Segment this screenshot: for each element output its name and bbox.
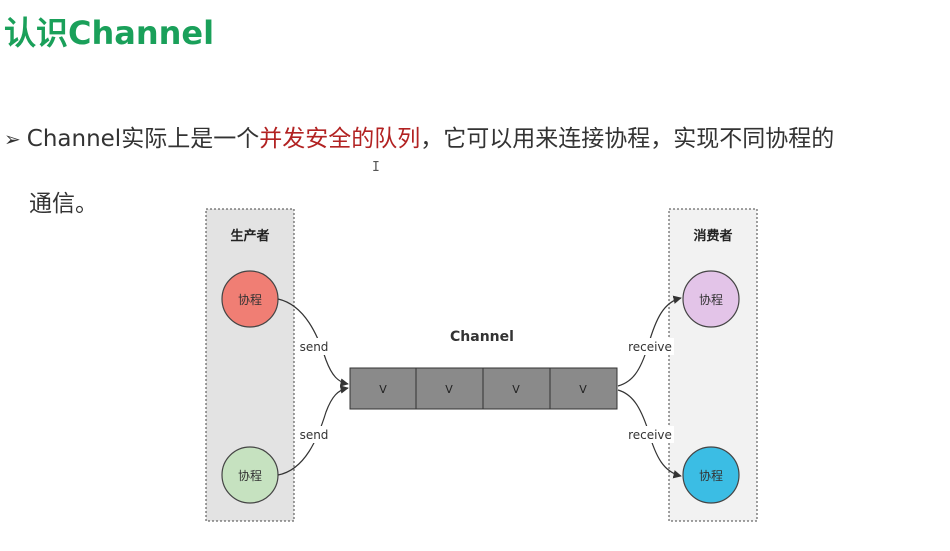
bullet-text: ➢Channel实际上是一个并发安全的队列，它可以用来连接协程，实现不同协程的	[4, 119, 834, 153]
bullet-text-part2: ，它可以用来连接协程，实现不同协程的	[420, 126, 835, 152]
text-cursor-icon: I	[372, 160, 380, 175]
receive-label-bg	[626, 426, 674, 443]
consumer-coroutine-top-label: 协程	[699, 292, 723, 307]
producer-coroutine-bottom-label: 协程	[238, 468, 262, 483]
consumer-coroutine-bottom-label: 协程	[699, 468, 723, 483]
channel-slot	[349, 367, 417, 410]
bullet-continuation: 通信。	[29, 191, 98, 217]
channel-slot	[482, 367, 551, 410]
channel-slot-label: V	[579, 383, 587, 396]
bullet-text-part1: Channel实际上是一个	[26, 126, 260, 152]
channel-slot	[549, 367, 618, 410]
channel-slot-label: V	[379, 383, 387, 396]
bullet-arrow-icon: ➢	[4, 127, 21, 151]
send-label-bottom: send	[300, 428, 329, 442]
consumer-coroutine-bottom	[682, 446, 740, 504]
consumer-label: 消费者	[693, 228, 732, 244]
send-arrow-bottom	[277, 385, 349, 476]
receive-label-bottom: receive	[628, 428, 672, 442]
send-label-top: send	[300, 340, 329, 354]
producer-label: 生产者	[230, 228, 269, 244]
bullet-highlight: 并发安全的队列	[259, 126, 421, 152]
send-label-bg	[296, 338, 332, 355]
send-label-bg	[296, 426, 332, 443]
consumer-coroutine-top	[682, 270, 740, 328]
channel-slot-label: V	[445, 383, 453, 396]
send-arrow-top	[277, 298, 349, 387]
receive-label-bg	[626, 338, 674, 355]
slide-title: 认识Channel	[4, 14, 215, 52]
receive-label-top: receive	[628, 340, 672, 354]
channel-label: Channel	[450, 329, 514, 345]
channel-slot	[415, 367, 484, 410]
channel-slot-label: V	[512, 383, 520, 396]
producer-coroutine-top-label: 协程	[238, 292, 262, 307]
